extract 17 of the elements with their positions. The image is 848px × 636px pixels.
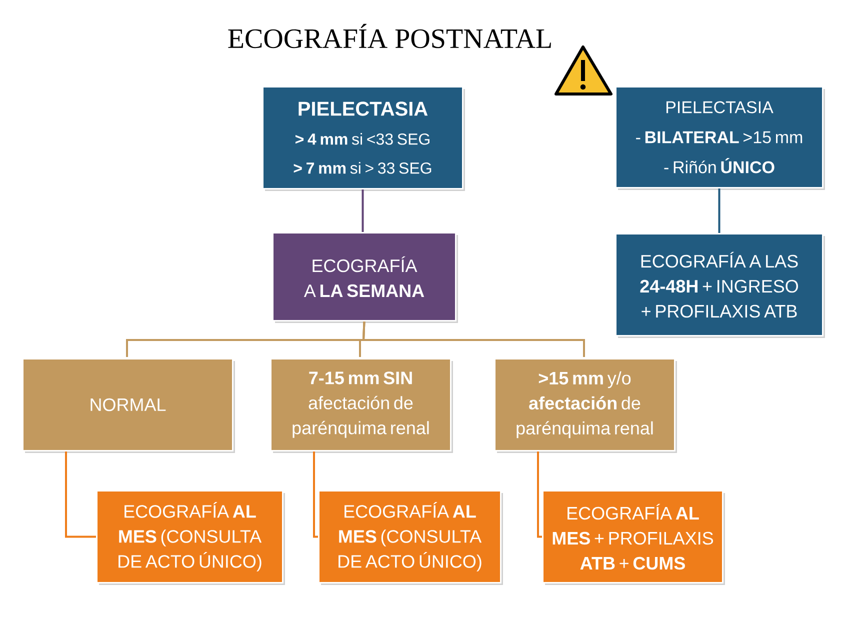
process-box: 7-15 mm SIN afectación de parénquima renal: [270, 358, 453, 453]
connector-line: [537, 451, 542, 538]
process-box: ECOGRAFÍA AL MES + PROFILAXIS ATB + CUMS: [542, 490, 725, 585]
connector-line: [65, 451, 96, 538]
connector-line: [313, 451, 318, 538]
title: ECOGRAFÍA POSTNATAL: [228, 24, 551, 48]
process-box: ECOGRAFÍA AL MES (CONSULTA DE ACTO ÚNICO): [96, 490, 285, 585]
process-box: PIELECTASIA > 4 mm si <33 SEG > 7 mm si > 33 SEG: [262, 86, 465, 191]
process-box: ECOGRAFÍA AL MES (CONSULTA DE ACTO ÚNICO): [318, 490, 503, 585]
process-box: PIELECTASIA - BILATERAL >15 mm - Riñón ÚNICO: [615, 86, 825, 190]
process-box: ECOGRAFÍA A LA SEMANA: [272, 232, 458, 323]
connector-line: [718, 188, 720, 233]
process-box: ECOGRAFÍA A LAS 24-48H + INGRESO + PROFILAXIS ATB: [615, 232, 825, 338]
process-box: >15 mm y/o afectación de parénquima renal: [494, 358, 677, 453]
process-box: NORMAL: [22, 358, 235, 453]
connector-line: [362, 189, 364, 232]
connector-line: [362, 321, 585, 357]
